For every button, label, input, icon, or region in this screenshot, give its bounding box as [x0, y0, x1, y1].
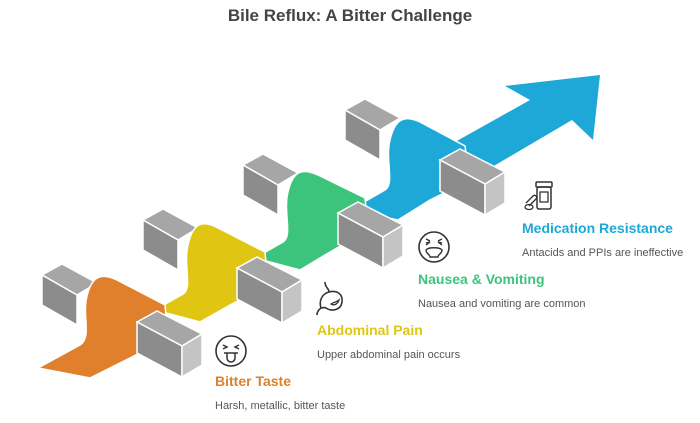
- step-abdominal-pain: Abdominal Pain Upper abdominal pain occu…: [317, 322, 460, 361]
- step-heading: Nausea & Vomiting: [418, 271, 545, 287]
- ribbon-orange: [35, 275, 169, 379]
- step-4-graphic: [343, 98, 507, 221]
- step-nausea-vomiting: Nausea & Vomiting Nausea and vomiting ar…: [418, 271, 586, 310]
- page-title: Bile Reflux: A Bitter Challenge: [227, 6, 473, 25]
- step-description: Harsh, metallic, bitter taste: [215, 400, 346, 412]
- ribbon-blue: [347, 118, 471, 221]
- step-3-graphic: [241, 153, 405, 271]
- step-description: Nausea and vomiting are common: [418, 298, 586, 310]
- stomach-icon: [316, 281, 343, 316]
- step-medication-resistance: Medication Resistance Antacids and PPIs …: [522, 220, 683, 259]
- arrow-head: [430, 75, 600, 180]
- vomiting-face-icon: [418, 231, 450, 263]
- step-2-graphic: [141, 208, 304, 325]
- step-1-graphic: [35, 263, 204, 379]
- step-heading: Bitter Taste: [215, 373, 291, 389]
- tongue-out-face-icon: [215, 335, 247, 367]
- medication-icon: [524, 181, 553, 211]
- step-bitter-taste: Bitter Taste Harsh, metallic, bitter tas…: [215, 373, 345, 412]
- step-description: Upper abdominal pain occurs: [317, 349, 461, 361]
- step-description: Antacids and PPIs are ineffective: [522, 247, 684, 259]
- step-heading: Abdominal Pain: [317, 322, 423, 338]
- step-heading: Medication Resistance: [522, 220, 673, 236]
